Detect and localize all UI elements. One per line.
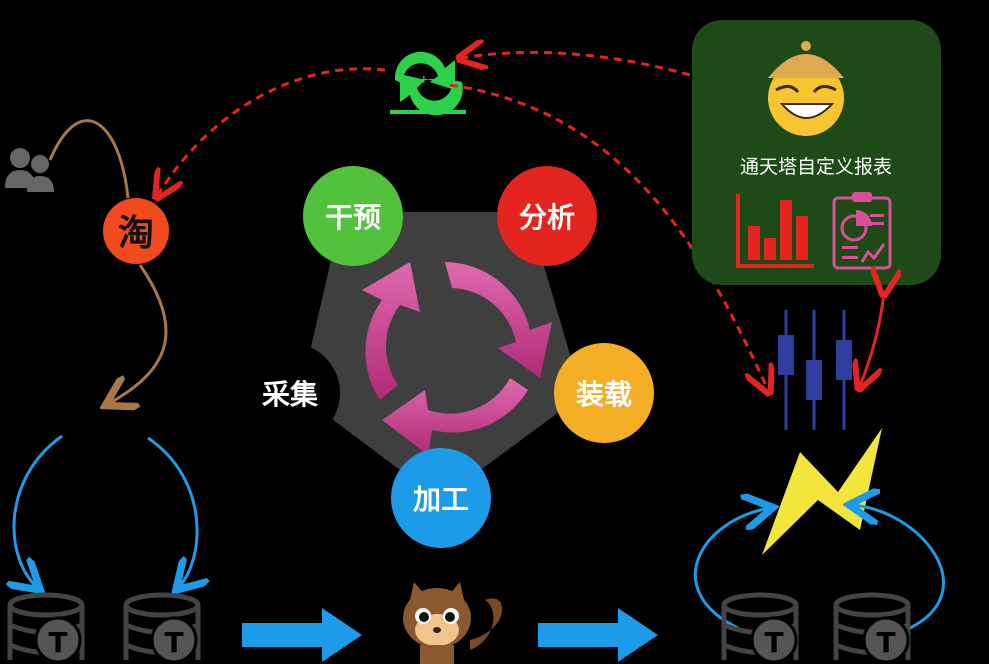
- bar-chart-icon: [736, 194, 814, 268]
- stage-analyze-label: 分析: [519, 201, 575, 234]
- stage-collect: 采集: [240, 343, 340, 443]
- taobao-icon: 淘: [103, 198, 169, 264]
- panel-candles-double-arrow: [860, 292, 884, 386]
- stage-process-label: 加工: [413, 483, 469, 516]
- dashed-panel-to-sync: [462, 52, 691, 77]
- database-icon: T: [123, 592, 201, 664]
- lightning-icon: [762, 428, 882, 555]
- dashed-feedback-to-taobao: [158, 67, 386, 195]
- database-letter: T: [876, 626, 895, 659]
- blue-split-arrow-right: [147, 436, 197, 588]
- pentagon-background: [300, 212, 582, 500]
- sync-icon: +−: [390, 51, 466, 116]
- flow-arrow-right: [242, 608, 362, 662]
- cycle-arrows-icon: [362, 262, 552, 455]
- dashed-sync-to-candles: [449, 83, 768, 390]
- squirrel-mascot-icon: [403, 582, 503, 664]
- sync-icon-text: +−: [420, 72, 437, 88]
- stage-load: 装载: [554, 343, 654, 443]
- blue-split-arrow-left: [14, 434, 63, 588]
- taobao-label: 淘: [118, 213, 154, 254]
- users-icon: [5, 148, 54, 192]
- flow-arrow-right: [538, 608, 658, 662]
- laughing-mascot-icon: [768, 41, 844, 136]
- stage-process: 加工: [391, 448, 491, 548]
- database-icon: T: [833, 592, 911, 664]
- stage-collect-label: 采集: [262, 378, 318, 411]
- blue-merge-arrow-right: [852, 505, 945, 630]
- stage-intervene-label: 干预: [325, 201, 381, 234]
- database-letter: T: [764, 626, 783, 659]
- stage-analyze: 分析: [497, 166, 597, 266]
- database-letter: T: [164, 626, 183, 659]
- database-icon: T: [7, 592, 85, 664]
- stage-intervene: 干预: [303, 166, 403, 266]
- database-icon: T: [721, 592, 799, 664]
- candlestick-icon: [778, 310, 852, 430]
- database-letter: T: [48, 626, 67, 659]
- blue-merge-arrow-left: [693, 508, 770, 630]
- stage-load-label: 装载: [576, 378, 632, 411]
- report-panel-title: 通天塔自定义报表: [740, 156, 892, 178]
- report-panel: 通天塔自定义报表: [692, 20, 941, 285]
- brown-flow-arrow: [48, 119, 168, 404]
